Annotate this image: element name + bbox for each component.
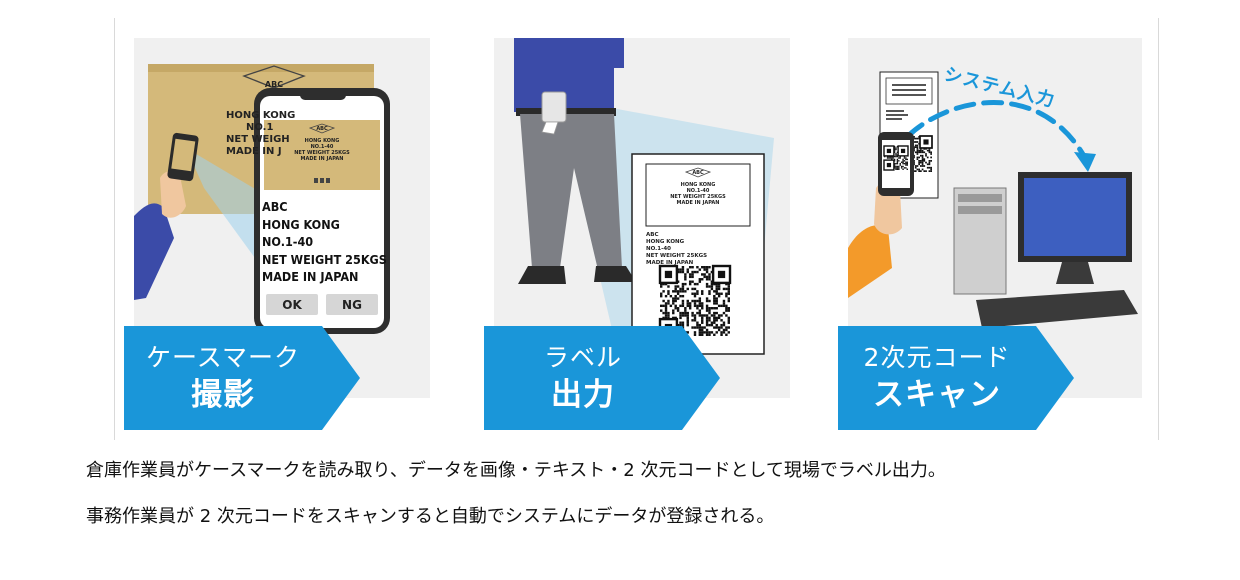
label-image-line-2: NO.1-40 bbox=[686, 188, 710, 194]
label-text-line: NO.1-40 bbox=[646, 246, 672, 252]
box-line-3: NET WEIGH bbox=[226, 134, 290, 145]
label-logo-text: ABC bbox=[692, 170, 704, 176]
box-line-4: MADE IN J bbox=[226, 146, 282, 157]
preview-line-2: NO.1-40 bbox=[310, 144, 334, 150]
person-legs bbox=[520, 114, 622, 270]
right-divider bbox=[1158, 18, 1159, 440]
badge-line-2: スキャン bbox=[873, 377, 1001, 413]
label-text-line: MADE IN JAPAN bbox=[646, 260, 694, 266]
ng-button[interactable]: NG bbox=[326, 294, 378, 315]
label-data-text: ABC HONG KONG NO.1-40 NET WEIGHT 25KGS M… bbox=[646, 232, 707, 267]
system-input-arrow bbox=[905, 100, 1087, 159]
phone-text-line: MADE IN JAPAN bbox=[262, 269, 359, 284]
badge-line-1: 2次元コード bbox=[863, 343, 1011, 372]
case-mark-capture-panel: ABC HONG KONG NO.1 NET WEIGH MADE IN J A… bbox=[134, 38, 430, 398]
label-image-frame bbox=[645, 163, 751, 227]
pc-tower-icon bbox=[953, 187, 1007, 295]
label-image-line-4: MADE IN JAPAN bbox=[676, 200, 720, 206]
case-mark-illustration bbox=[134, 64, 390, 334]
portable-printer-icon bbox=[541, 91, 567, 123]
preview-logo-text: ABC bbox=[316, 126, 328, 132]
preview-marking-text: HONG KONG NO.1-40 NET WEIGHT 25KGS MADE … bbox=[264, 138, 380, 162]
label-image-line-1: HONG KONG bbox=[680, 182, 716, 188]
caption-line-1: 倉庫作業員がケースマークを読み取り、データを画像・テキスト・2 次元コードとして… bbox=[86, 460, 946, 481]
phone-text-line: NO.1-40 bbox=[262, 234, 314, 249]
arm-sleeve-orange bbox=[848, 225, 892, 298]
badge-line-1: ケースマーク bbox=[145, 343, 300, 372]
qr-code-icon bbox=[658, 264, 732, 338]
step-badge-label-output: ラベル 出力 bbox=[484, 326, 720, 430]
phone-text-line: HONG KONG bbox=[262, 216, 340, 232]
left-divider bbox=[114, 18, 115, 440]
label-image-text: HONG KONG NO.1-40 NET WEIGHT 25KGS MADE … bbox=[646, 182, 750, 206]
label-output-illustration bbox=[514, 38, 774, 355]
preview-line-1: HONG KONG bbox=[304, 138, 340, 144]
preview-line-4: MADE IN JAPAN bbox=[300, 156, 344, 162]
phone-text-line: ABC bbox=[262, 199, 288, 214]
step-badge-scan: 2次元コード スキャン bbox=[838, 326, 1074, 430]
label-text-line: NET WEIGHT 25KGS bbox=[646, 253, 708, 259]
preview-line-3: NET WEIGHT 25KGS bbox=[294, 150, 350, 156]
monitor-screen bbox=[1024, 178, 1126, 256]
phone-qr-icon bbox=[883, 145, 909, 171]
keyboard-icon bbox=[976, 290, 1138, 328]
caption-line-2: 事務作業員が 2 次元コードをスキャンすると自動でシステムにデータが登録される。 bbox=[86, 506, 775, 527]
ok-button[interactable]: OK bbox=[266, 294, 318, 315]
badge-line-1: ラベル bbox=[543, 343, 622, 372]
box-logo-diamond-icon bbox=[242, 65, 306, 89]
hand bbox=[160, 170, 186, 218]
phone-text-line: NET WEIGHT 25KGS bbox=[262, 251, 387, 267]
badge-line-2: 出力 bbox=[551, 377, 615, 413]
phone-notch bbox=[300, 90, 346, 100]
label-text-line: HONG KONG bbox=[646, 239, 685, 245]
label-image-line-3: NET WEIGHT 25KGS bbox=[670, 194, 726, 200]
box-line-2: NO.1 bbox=[246, 122, 274, 133]
box-logo-text: ABC bbox=[264, 80, 284, 89]
box-line-1: HONG KONG bbox=[226, 110, 296, 121]
box-marking-text: HONG KONG NO.1 NET WEIGH MADE IN J bbox=[226, 110, 295, 158]
step-badge-capture: ケースマーク 撮影 bbox=[124, 326, 360, 430]
badge-line-2: 撮影 bbox=[191, 377, 255, 413]
arrow-head-icon bbox=[1074, 152, 1096, 172]
code-scan-illustration bbox=[848, 71, 1138, 328]
phone-recognized-text: ABC HONG KONG NO.1-40 NET WEIGHT 25KGS M… bbox=[262, 198, 390, 286]
label-text-line: ABC bbox=[646, 232, 659, 238]
arm-sleeve bbox=[134, 203, 174, 300]
